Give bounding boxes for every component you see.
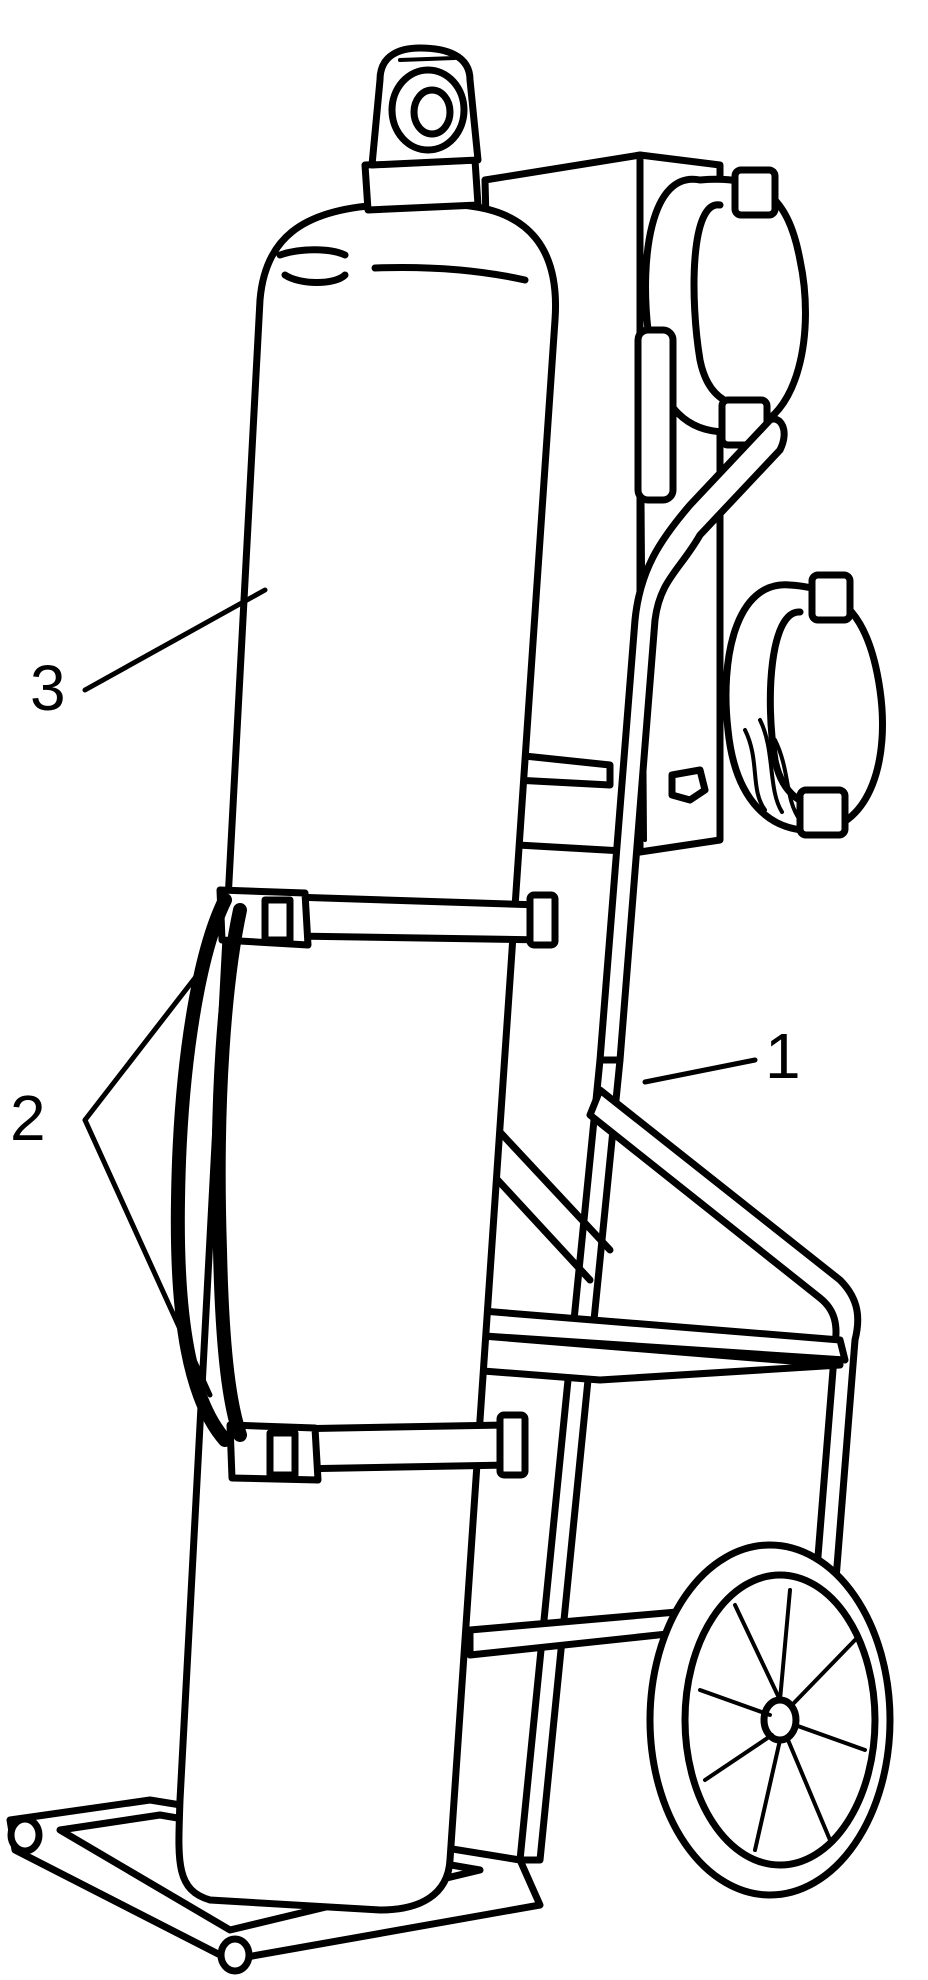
callout-1: 1 [765,1020,801,1092]
lower-hose-reel [722,571,886,839]
upper-strap-end-clip [526,891,559,949]
leader-line-1 [642,1057,758,1085]
cart-frame [466,415,862,1864]
leader-line-3 [82,587,268,693]
panel-handle [634,326,677,504]
leader-line-2b [82,1117,213,1398]
leader-lines [82,587,758,1398]
lower-strap-end-clip [496,1411,529,1479]
callout-3: 3 [30,652,66,724]
cylinder-straps [170,886,559,1484]
cart-wheel [646,1541,894,1899]
panel-valve [668,766,709,804]
callout-2: 2 [10,1082,46,1154]
gas-cylinder [175,44,560,1914]
leader-line-2a [82,962,208,1123]
